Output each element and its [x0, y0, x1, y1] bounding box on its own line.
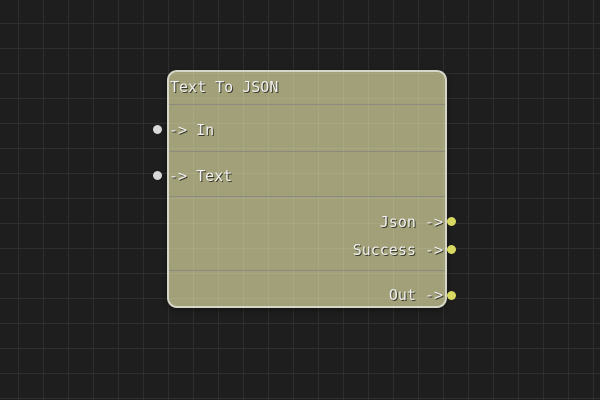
row-divider	[169, 151, 445, 152]
node-title: Text To JSON	[170, 78, 279, 96]
input-port-label-text: -> Text	[169, 167, 233, 185]
output-pin-json[interactable]	[447, 217, 456, 226]
input-pin-text[interactable]	[153, 171, 162, 180]
node-text-to-json[interactable]: Text To JSON -> In -> Text Json -> Succe…	[167, 70, 447, 308]
input-port-label-in: -> In	[169, 121, 215, 139]
row-divider	[169, 270, 445, 271]
output-port-label-success: Success ->	[352, 241, 443, 259]
output-pin-out[interactable]	[447, 291, 456, 300]
output-port-label-out: Out ->	[388, 286, 443, 304]
row-divider	[169, 196, 445, 197]
node-body: Text To JSON -> In -> Text Json -> Succe…	[169, 72, 445, 306]
output-port-label-json: Json ->	[379, 213, 443, 231]
input-pin-in[interactable]	[153, 125, 162, 134]
output-pin-success[interactable]	[447, 245, 456, 254]
row-divider	[169, 104, 445, 105]
